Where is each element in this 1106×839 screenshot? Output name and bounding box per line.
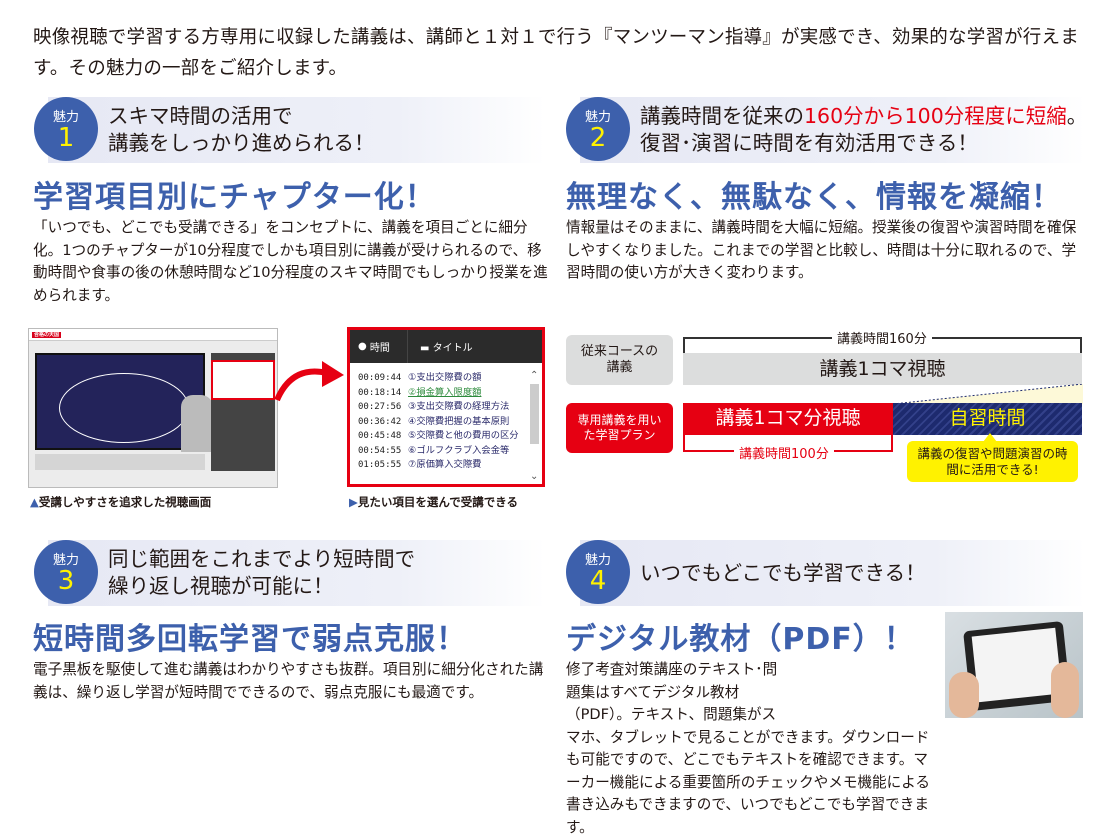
- chapter-title[interactable]: ②損金算入限度額: [408, 386, 482, 398]
- heading-line: 繰り返し視聴が可能に！: [108, 574, 334, 598]
- chapter-panel-highlight: [211, 360, 275, 400]
- old-lecture-bar: 講義1コマ視聴: [683, 353, 1082, 385]
- feature-4-header: [580, 540, 1085, 606]
- chapter-title[interactable]: ⑦原価算入交際費: [408, 459, 482, 470]
- feature-1-heading: スキマ時間の活用で講義をしっかり進められる！: [108, 103, 375, 157]
- badge-label: 魅力: [52, 553, 79, 568]
- heading-text: 。: [1066, 104, 1088, 128]
- chapter-item[interactable]: 00:54:55 ⑥ゴルフクラブ入会金等: [358, 444, 542, 459]
- blackboard: [35, 353, 213, 452]
- expansion-shade: [893, 384, 1083, 404]
- feature-1-title: 学習項目別にチャプター化！: [33, 180, 436, 215]
- chapter-title[interactable]: ⑥ゴルフクラブ入会金等: [408, 444, 510, 456]
- arrow-icon: [274, 361, 344, 402]
- feature-4-heading: いつでもどこでも学習できる！: [640, 561, 926, 585]
- chapter-time: 01:05:55: [358, 460, 402, 470]
- chapter-list-panel: ● 時間 ▬ タイトル 00:09:44 ①支出交際費の額 00:18:14 ②損金算入…: [347, 327, 545, 487]
- teacher-figure: [181, 395, 213, 452]
- badge-number: 4: [589, 566, 607, 596]
- self-study-bar: 自習時間: [893, 403, 1082, 435]
- player-header: 合格の天国: [29, 329, 277, 341]
- column-title: タイトル: [432, 343, 473, 354]
- chapter-item[interactable]: 00:27:56 ③支出交際費の経理方法: [358, 400, 542, 415]
- chapter-caption: ▶見たい項目を選んで受講できる: [349, 495, 519, 509]
- scrollbar[interactable]: ⌃⌄: [530, 370, 539, 482]
- clock-icon: ● 時間: [350, 330, 408, 363]
- video-player-screenshot: 合格の天国: [28, 328, 278, 488]
- new-time-label: 講義時間100分: [734, 443, 834, 462]
- comment-icon: ▬ タイトル: [420, 343, 473, 354]
- feature-2-title: 無理なく、無駄なく、情報を凝縮！: [566, 180, 1062, 215]
- feature-2-header: [580, 97, 1085, 163]
- feature-3-body: 電子黒板を駆使して進む講義はわかりやすさも抜群。項目別に細分化された講義は、繰り…: [33, 661, 544, 701]
- chapter-time: 00:36:42: [358, 416, 402, 427]
- column-time: 時間: [369, 343, 390, 354]
- chapter-time: 00:54:55: [358, 445, 402, 456]
- new-plan-label: 専用講義を用いた学習プラン: [566, 403, 673, 453]
- triangle-right-icon: ▶: [349, 495, 358, 509]
- heading-line: 講義をしっかり進められる！: [108, 131, 375, 155]
- player-side-panel: [211, 353, 275, 471]
- old-course-label: 従来コースの講義: [566, 335, 673, 385]
- chapter-item[interactable]: 00:36:42 ④交際費把握の基本原則: [358, 415, 542, 430]
- feature-3-heading: 同じ範囲をこれまでより短時間で繰り返し視聴が可能に！: [108, 546, 415, 600]
- logo: 合格の天国: [32, 332, 62, 338]
- chapter-time: 00:18:14: [358, 387, 402, 398]
- badge-number: 2: [589, 123, 607, 153]
- badge-label: 魅力: [52, 110, 79, 125]
- heading-highlight: 160分から100分程度に短縮: [804, 104, 1067, 128]
- tablet-photo: [945, 612, 1083, 718]
- heading-line: 同じ範囲をこれまでより短時間で: [108, 547, 416, 571]
- feature-1-body: 「いつでも、どこでも受講できる」をコンセプトに、講義を項目ごとに細分化。1つのチ…: [33, 219, 548, 304]
- new-lecture-bar: 講義1コマ分視聴: [683, 403, 893, 435]
- feature-4-body-text: 修了考査対策講座のテキスト･問題集はすべてデジタル教材（PDF）。テキスト、問題…: [566, 661, 930, 836]
- chapter-title[interactable]: ④交際費把握の基本原則: [408, 415, 510, 427]
- chapter-title[interactable]: ③支出交際費の経理方法: [408, 401, 510, 412]
- chapter-title[interactable]: ⑤交際費と他の費用の区分: [408, 430, 519, 441]
- video-caption: ▲受講しやすさを追求した視聴画面: [30, 495, 212, 509]
- old-time-label: 講義時間160分: [832, 328, 932, 347]
- player-controls: [35, 454, 205, 470]
- heading-text: 講義時間を従来の: [640, 104, 804, 128]
- intro-text: 映像視聴で学習する方専用に収録した講義は、講師と１対１で行う『マンツーマン指導』…: [33, 27, 1079, 79]
- heading-line: スキマ時間の活用で: [108, 104, 293, 128]
- heading-line: 復習･演習に時間を有効活用できる！: [640, 131, 978, 155]
- feature-4-body: 修了考査対策講座のテキスト･問題集はすべてデジタル教材（PDF）。テキスト、問題…: [566, 659, 938, 839]
- chapter-item[interactable]: 00:45:48 ⑤交際費と他の費用の区分: [358, 429, 542, 444]
- triangle-up-icon: ▲: [30, 495, 39, 509]
- feature-3-title: 短時間多回転学習で弱点克服！: [33, 622, 467, 657]
- feature-2-body: 情報量はそのままに、講義時間を大幅に短縮。授業後の復習や演習時間を確保しやすくな…: [566, 219, 1077, 281]
- badge-number: 1: [57, 123, 75, 153]
- callout-pointer: [983, 433, 997, 442]
- chapter-item[interactable]: 01:05:55 ⑦原価算入交際費: [358, 458, 542, 473]
- chapter-time: 00:09:44: [358, 373, 402, 383]
- chapter-item[interactable]: 00:09:44 ①支出交際費の額: [358, 371, 542, 386]
- feature-2-heading: 講義時間を従来の160分から100分程度に短縮。復習･演習に時間を有効活用できる…: [640, 103, 1087, 157]
- chapter-title[interactable]: ①支出交際費の額: [408, 372, 482, 383]
- badge-label: 魅力: [584, 553, 611, 568]
- badge-label: 魅力: [584, 110, 611, 125]
- feature-3-header: [48, 540, 545, 606]
- chapter-item[interactable]: 00:18:14 ②損金算入限度額: [358, 386, 542, 401]
- chapter-time: 00:45:48: [358, 431, 402, 441]
- feature-4-title: デジタル教材（PDF）！: [566, 622, 915, 657]
- feature-1-header: [48, 97, 545, 163]
- chapter-time: 00:27:56: [358, 402, 402, 412]
- self-study-callout: 講義の復習や問題演習の時間に活用できる!: [907, 441, 1078, 482]
- badge-number: 3: [57, 566, 75, 596]
